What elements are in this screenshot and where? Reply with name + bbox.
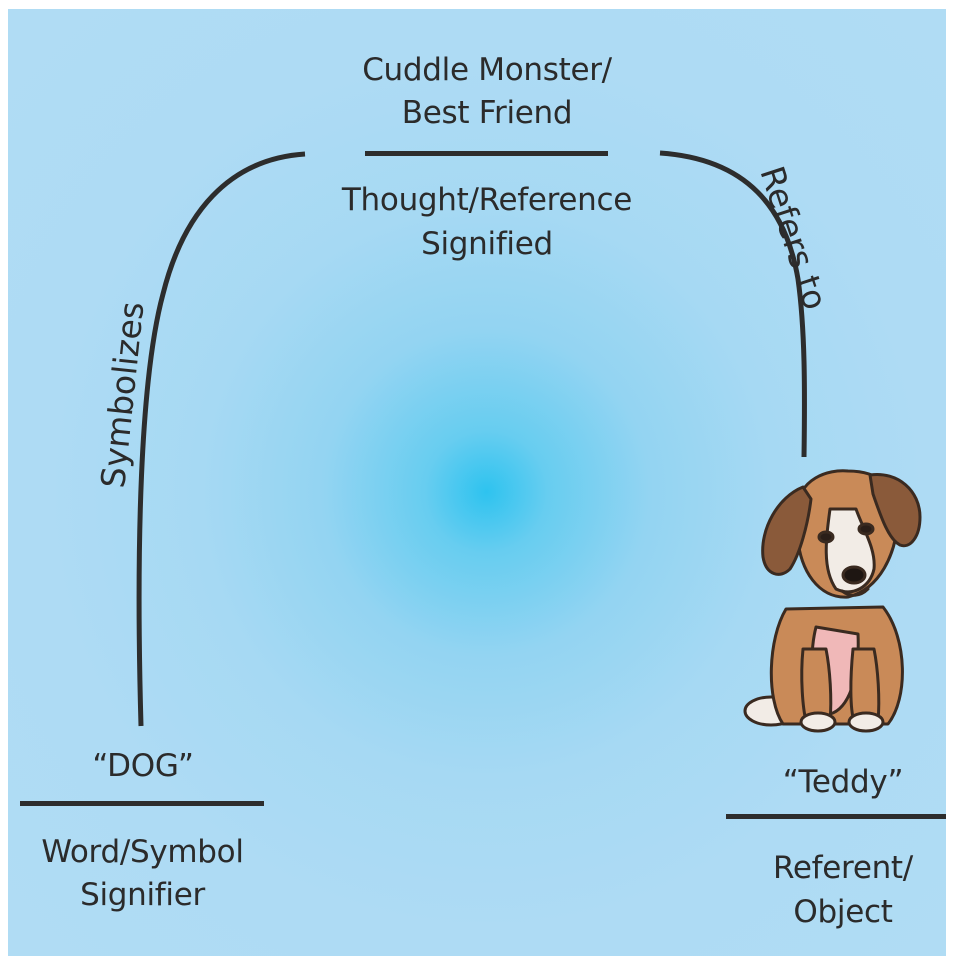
connector-curves: Symbolizes Refers to: [93, 150, 835, 727]
right-term-label: “Teddy”: [782, 764, 904, 800]
left-role-line2: Signifier: [80, 877, 205, 913]
symbolizes-curve: [136, 151, 306, 727]
top-role-line2: Signified: [421, 226, 553, 262]
left-term-label: “DOG”: [92, 748, 194, 784]
right-role-line2: Object: [793, 894, 893, 930]
semiotic-triangle-diagram: Symbolizes Refers to Cuddle Monster/ Bes…: [8, 9, 946, 956]
right-divider-line: [726, 814, 946, 819]
right-role-line1: Referent/: [773, 850, 913, 886]
top-role-line1: Thought/Reference: [341, 182, 633, 218]
left-divider-line: [20, 801, 264, 806]
top-term-label: Cuddle Monster/ Best Friend: [362, 52, 612, 131]
refers-to-curve: [659, 150, 807, 458]
puppy-illustration: [743, 469, 922, 733]
top-divider-line: [365, 151, 608, 156]
left-role-line1: Word/Symbol: [41, 834, 244, 870]
